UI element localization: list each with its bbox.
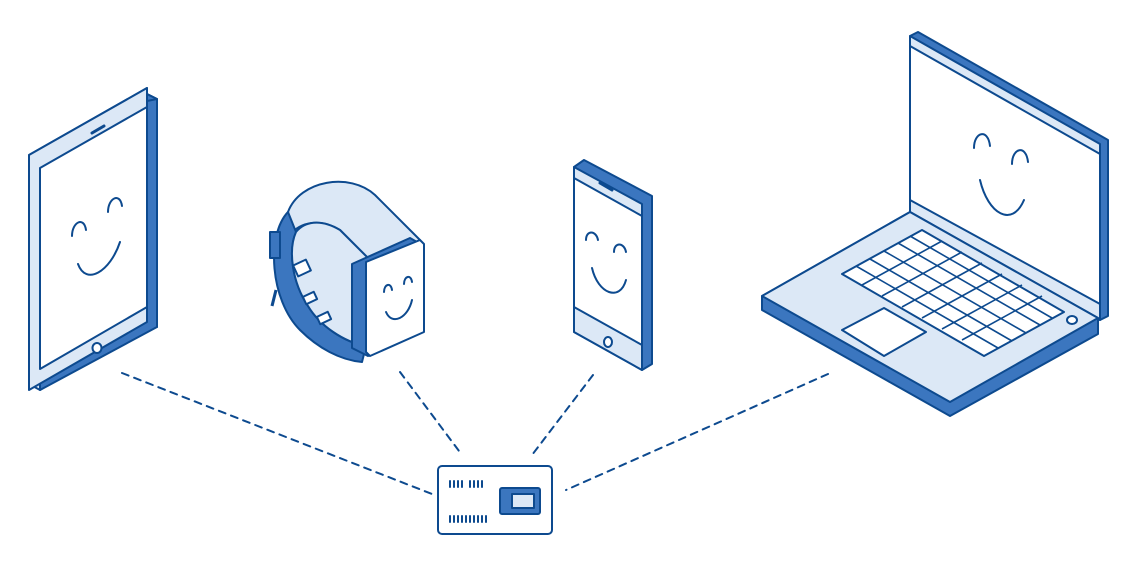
tablet-screen bbox=[39, 106, 148, 370]
sim-card-icon bbox=[437, 465, 553, 535]
laptop-power-light bbox=[1066, 315, 1078, 325]
connection-line-tablet bbox=[121, 372, 433, 495]
phone-home-button bbox=[603, 336, 613, 348]
tablet-home-button bbox=[91, 342, 103, 354]
smiley-face-icon bbox=[973, 133, 1029, 216]
smartphone-icon bbox=[573, 159, 653, 371]
watch-face bbox=[365, 239, 425, 357]
connection-line-watch bbox=[399, 371, 463, 456]
smiley-face-icon bbox=[71, 197, 123, 276]
smiley-face-icon bbox=[585, 231, 627, 294]
laptop-keyboard bbox=[841, 229, 1065, 357]
connection-line-phone bbox=[531, 374, 594, 456]
laptop-screen bbox=[909, 45, 1101, 305]
connection-lines bbox=[121, 371, 829, 495]
phone-screen bbox=[573, 177, 643, 346]
laptop-icon bbox=[761, 31, 1109, 417]
tablet-icon bbox=[28, 87, 158, 391]
smartwatch-icon bbox=[269, 180, 425, 363]
sim-contacts bbox=[449, 480, 487, 523]
laptop-trackpad bbox=[841, 307, 927, 357]
smiley-face-icon bbox=[383, 276, 413, 321]
connection-line-laptop bbox=[565, 373, 829, 491]
